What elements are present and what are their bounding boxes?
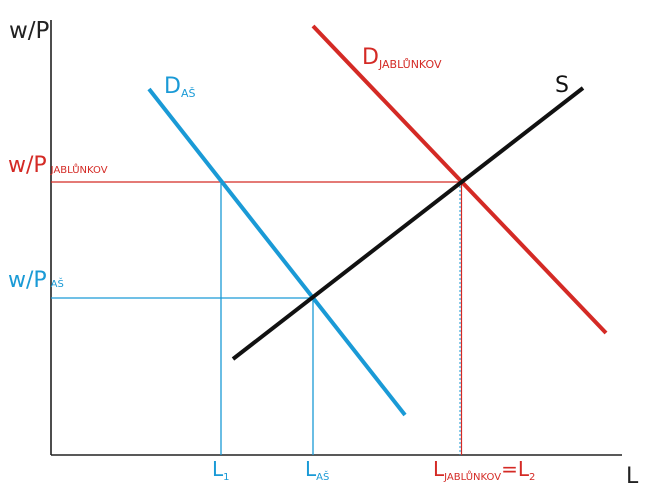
demand-curve-jablunkov — [311, 24, 608, 335]
curve-label-d-jablunkov: DJABLŮNKOV — [362, 45, 442, 71]
x-tick-l-jablunkov-eq-l2: LJABLŮNKOV=L2 — [433, 457, 535, 483]
curve-label-d-as: DAŠ — [164, 74, 195, 100]
demand-curve-as — [147, 87, 407, 417]
curve-label-s: S — [555, 73, 569, 98]
x-axis-label: L — [626, 464, 639, 483]
x-tick-l1: L1 — [212, 457, 230, 483]
supply-curve — [231, 86, 585, 361]
y-axis-label: w/P — [9, 18, 50, 44]
x-tick-las: LAŠ — [305, 457, 329, 483]
